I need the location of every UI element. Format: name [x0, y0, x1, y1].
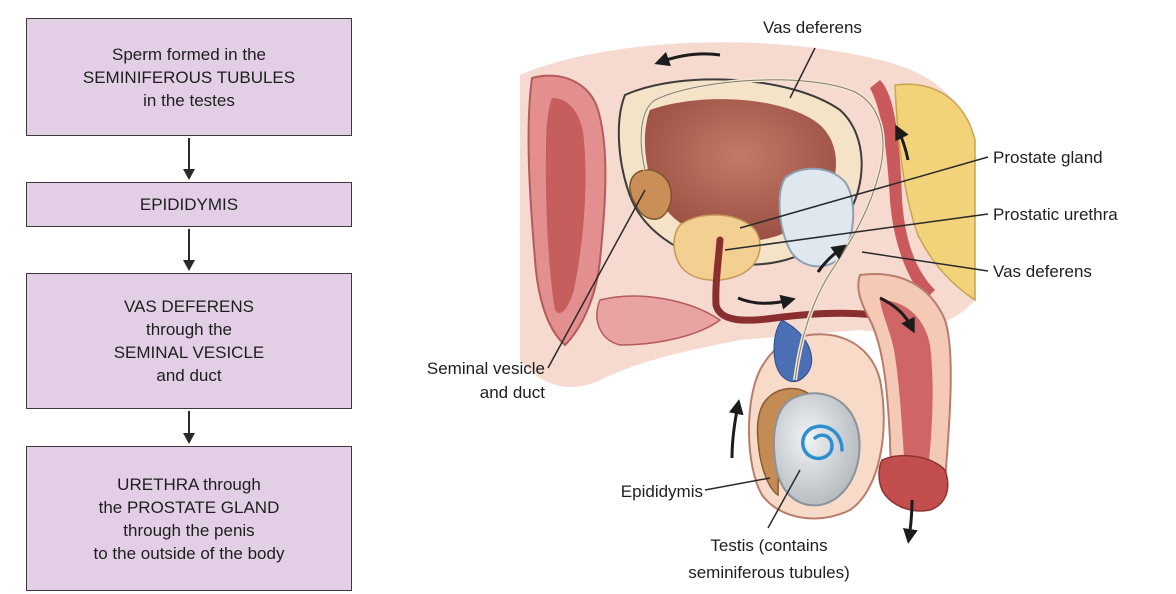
leader-vas-deferens-top — [789, 47, 816, 99]
flow-arrow-down — [183, 411, 195, 444]
flow-step-urethra: URETHRA through the PROSTATE GLAND throu… — [26, 446, 352, 591]
flow-step-text: VAS DEFERENS through the SEMINAL VESICLE… — [113, 297, 265, 385]
muscle-band — [870, 80, 935, 300]
flow-step-epididymis: EPIDIDYMIS — [26, 182, 352, 227]
label-epididymis: Epididymis — [621, 482, 703, 501]
flow-arrow-ascending — [895, 124, 910, 161]
label-prostatic-urethra: Prostatic urethra — [993, 205, 1118, 224]
leader-seminal-vesicle — [547, 189, 646, 369]
flow-step-text: Sperm formed in the SEMINIFEROUS TUBULES… — [82, 44, 296, 110]
flow-step-text: EPIDIDYMIS — [139, 195, 239, 214]
perineal-tissue — [596, 295, 722, 346]
flow-arrow-mid — [816, 244, 847, 273]
label-vas-deferens-top: Vas deferens — [763, 18, 862, 37]
leader-vas-deferens-right — [861, 251, 989, 272]
flow-arrow-down — [183, 229, 195, 271]
fat-tissue — [894, 83, 976, 302]
flow-step-text: URETHRA through the PROSTATE GLAND throu… — [93, 474, 285, 563]
label-seminal-vesicle-duct: and duct — [480, 383, 545, 402]
flow-arrow-penis — [879, 296, 915, 334]
testis — [772, 392, 861, 507]
flow-step-seminiferous-tubules: Sperm formed in the SEMINIFEROUS TUBULES… — [26, 18, 352, 136]
flow-arrow-up-cord — [728, 399, 744, 459]
leader-prostate-gland — [739, 156, 989, 229]
label-seminal-vesicle: Seminal vesicle — [427, 359, 545, 378]
seminal-vesicle — [629, 169, 672, 220]
label-vas-deferens-right: Vas deferens — [993, 262, 1092, 281]
label-prostate-gland: Prostate gland — [993, 148, 1103, 167]
leader-testis — [767, 469, 801, 529]
flow-arrow-top — [654, 51, 721, 67]
flow-arrow-exit — [902, 499, 918, 544]
glans — [878, 454, 949, 512]
flow-step-vas-deferens: VAS DEFERENS through the SEMINAL VESICLE… — [26, 273, 352, 409]
spermatic-cord — [773, 319, 813, 383]
leader-prostatic-urethra — [724, 213, 989, 251]
vas-deferens-duct-outline — [640, 79, 884, 381]
flow-arrow-down — [183, 138, 195, 180]
label-testis: Testis (contains — [710, 536, 827, 555]
penis-corpus — [880, 300, 933, 478]
swirl-icon — [801, 424, 844, 461]
urethra — [712, 236, 914, 326]
flow-arrow-urethra — [737, 294, 796, 310]
label-testis-tubules: seminiferous tubules) — [688, 563, 850, 582]
leader-epididymis — [704, 477, 771, 491]
rectum-inner — [545, 98, 586, 314]
